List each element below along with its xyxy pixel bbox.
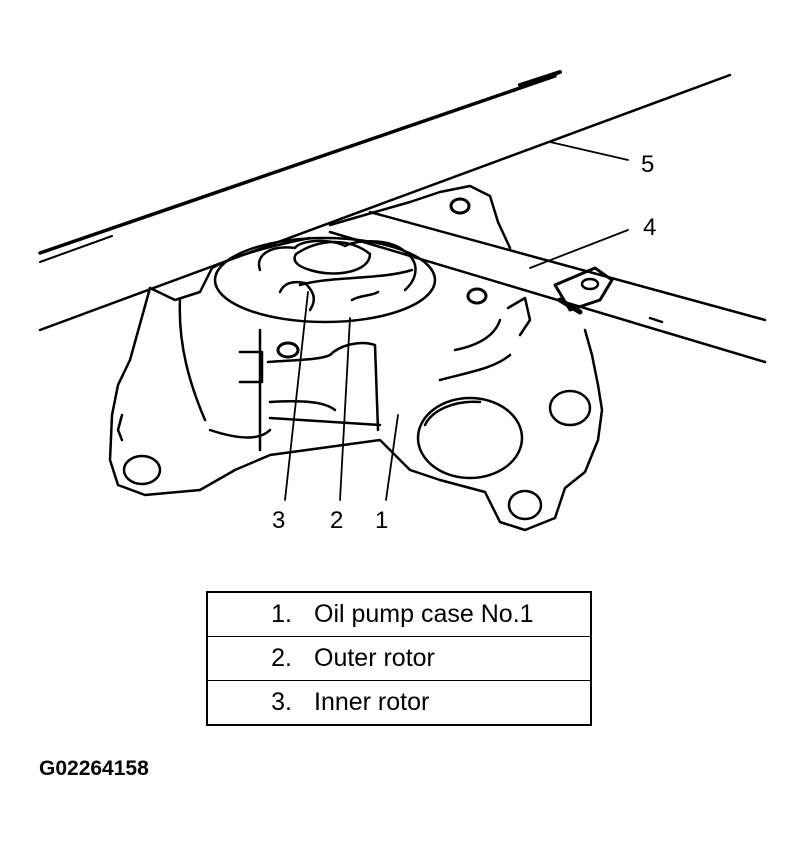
legend-number: 3.	[271, 688, 292, 716]
leader-lines	[284, 141, 629, 501]
legend-label: Outer rotor	[314, 644, 435, 672]
legend-label: Oil pump case No.1	[314, 600, 534, 628]
bolt-holes	[122, 197, 592, 521]
callout-4: 4	[643, 214, 656, 241]
legend-row: 1. Oil pump case No.1	[206, 591, 592, 637]
callout-5: 5	[641, 151, 654, 178]
rotor-assembly	[213, 236, 437, 324]
legend-row: 2. Outer rotor	[206, 636, 592, 681]
legend-row: 3. Inner rotor	[206, 680, 592, 726]
callout-1: 1	[375, 507, 388, 534]
feeler-gauge-4	[328, 210, 767, 364]
legend-number: 2.	[271, 644, 292, 672]
legend-number: 1.	[271, 600, 292, 628]
oil-pump-illustration: 5 4 3 2 1	[38, 70, 767, 534]
figure-id: G02264158	[39, 757, 149, 780]
callout-2: 2	[330, 507, 343, 534]
callout-3: 3	[272, 507, 285, 534]
legend-label: Inner rotor	[314, 688, 430, 716]
straight-edge-5	[38, 70, 732, 332]
pump-case-body	[108, 184, 604, 532]
legend-table: 1. Oil pump case No.1 2. Outer rotor 3. Inn…	[206, 591, 592, 726]
